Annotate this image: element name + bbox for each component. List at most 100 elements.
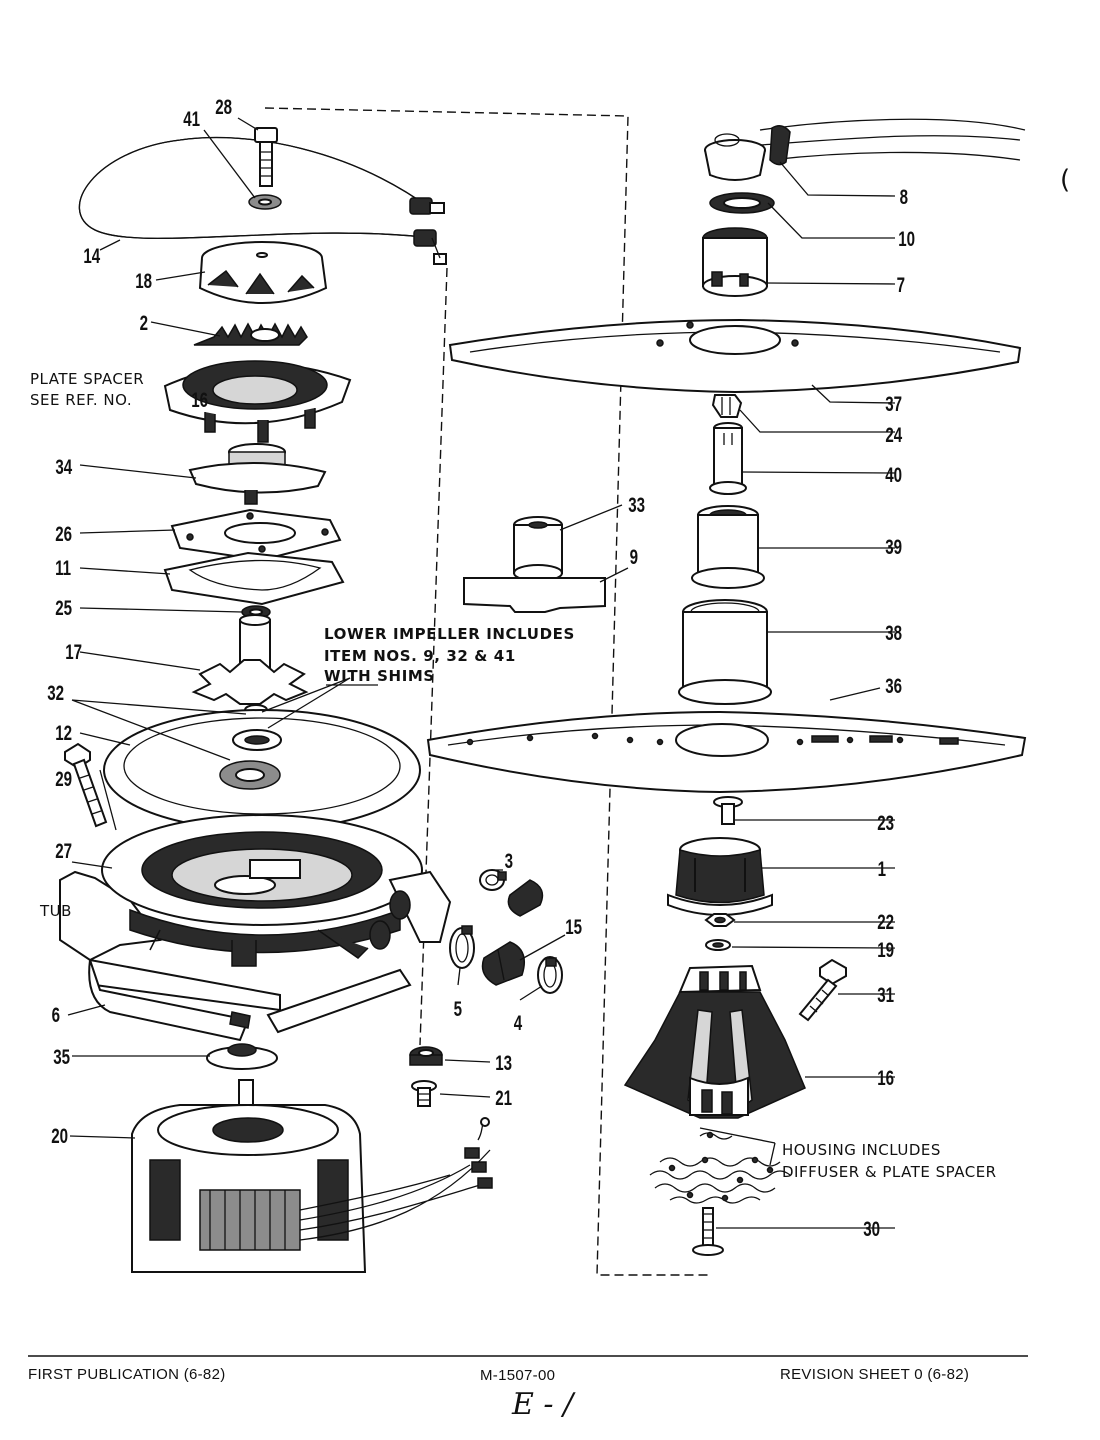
note-housing-line1: HOUSING INCLUDES bbox=[782, 1141, 941, 1159]
footer-sheet-number: M-1507-00 bbox=[480, 1367, 555, 1384]
part-18-impeller-cover bbox=[198, 241, 328, 304]
part-15-hose bbox=[481, 941, 525, 986]
assembly-dashed-lines bbox=[264, 107, 710, 1276]
callout-40: 40 bbox=[885, 462, 902, 486]
part-34-cover bbox=[188, 443, 327, 505]
part-28-screw bbox=[254, 127, 278, 187]
note-lower-impeller-line1: LOWER IMPELLER INCLUDES bbox=[324, 625, 575, 643]
callout-24: 24 bbox=[885, 422, 902, 446]
note-lower-impeller-line2: ITEM NOS. 9, 32 & 41 bbox=[324, 647, 516, 665]
note-tub: TUB bbox=[39, 902, 72, 920]
part-36-lower-spray-arm bbox=[426, 710, 1027, 794]
callout-20: 20 bbox=[51, 1123, 68, 1147]
part-37-upper-spray-arm bbox=[448, 318, 1022, 394]
part-2-mesh-disc bbox=[193, 322, 308, 346]
callout-4: 4 bbox=[514, 1010, 523, 1034]
callout-3: 3 bbox=[505, 848, 513, 872]
part-1-diffuser bbox=[667, 837, 773, 916]
diffuser-gravel-cluster bbox=[649, 1131, 791, 1204]
callout-39: 39 bbox=[885, 534, 902, 558]
part-31-bolt bbox=[798, 958, 847, 1022]
part-3-hose bbox=[507, 879, 544, 917]
callout-14: 14 bbox=[83, 243, 100, 267]
callout-35: 35 bbox=[53, 1044, 70, 1068]
callout-7: 7 bbox=[897, 272, 905, 296]
callout-25: 25 bbox=[55, 595, 72, 619]
footer-revision-sheet: REVISION SHEET 0 (6-82) bbox=[780, 1366, 969, 1383]
callout-30: 30 bbox=[863, 1216, 880, 1240]
note-plate-spacer-line2: SEE REF. NO. bbox=[30, 391, 132, 409]
part-23-screw bbox=[713, 796, 743, 825]
part-22-nut bbox=[704, 913, 736, 927]
callout-8: 8 bbox=[900, 184, 908, 208]
part-35-seal bbox=[206, 1043, 278, 1070]
callout-27: 27 bbox=[55, 838, 72, 862]
part-10-gasket bbox=[709, 192, 775, 214]
callout-23: 23 bbox=[877, 810, 894, 834]
part-30-screw bbox=[692, 1207, 724, 1256]
callout-38: 38 bbox=[885, 620, 902, 644]
part-6-sump-frame bbox=[88, 958, 412, 1042]
note-plate-spacer-line1: PLATE SPACER bbox=[30, 370, 144, 388]
callout-28: 28 bbox=[215, 94, 232, 118]
part-20-motor bbox=[131, 1079, 493, 1273]
part-3-clamp bbox=[479, 869, 507, 891]
callout-2: 2 bbox=[140, 310, 148, 334]
callout-36: 36 bbox=[885, 673, 902, 697]
part-16-housing bbox=[623, 964, 806, 1119]
callout-numbers: 28 41 14 18 2 16 34 26 11 25 17 32 12 29… bbox=[47, 94, 915, 1240]
callout-5: 5 bbox=[454, 996, 462, 1020]
callout-41: 41 bbox=[183, 106, 200, 130]
callout-17: 17 bbox=[65, 639, 82, 663]
part-16-plate-spacer bbox=[163, 360, 352, 443]
callout-16-plate-spacer: 16 bbox=[191, 387, 208, 411]
part-8-supply-tube bbox=[704, 118, 1026, 181]
part-41-washer bbox=[248, 194, 282, 210]
part-26-gasket bbox=[170, 508, 342, 562]
footer-first-publication: FIRST PUBLICATION (6-82) bbox=[28, 1366, 226, 1383]
callout-6: 6 bbox=[52, 1002, 60, 1026]
part-40-tube bbox=[709, 422, 747, 495]
footer-handwritten-page-mark: E - / bbox=[511, 1387, 576, 1422]
callout-34: 34 bbox=[55, 454, 72, 478]
callout-22: 22 bbox=[877, 909, 894, 933]
footer: FIRST PUBLICATION (6-82) M-1507-00 REVIS… bbox=[28, 1355, 1028, 1422]
part-11-gasket bbox=[163, 551, 345, 606]
part-24-nut bbox=[711, 394, 743, 418]
part-13-grommet bbox=[409, 1046, 443, 1066]
callout-9: 9 bbox=[630, 544, 638, 568]
part-7-bearing bbox=[702, 227, 768, 297]
callout-29: 29 bbox=[55, 766, 72, 790]
part-12-ring-gasket bbox=[103, 709, 421, 831]
callout-37: 37 bbox=[885, 391, 902, 415]
callout-32: 32 bbox=[47, 680, 64, 704]
part-4-clamp bbox=[537, 956, 563, 994]
part-21-screw bbox=[411, 1080, 437, 1107]
part-9-shim bbox=[463, 577, 606, 613]
diagram-notes: PLATE SPACER SEE REF. NO. TUB LOWER IMPE… bbox=[30, 165, 1071, 1181]
note-lower-impeller-line3: WITH SHIMS bbox=[324, 667, 435, 685]
callout-26: 26 bbox=[55, 521, 72, 545]
part-19-washer bbox=[705, 939, 731, 951]
part-29-bolt bbox=[64, 742, 108, 828]
callout-31: 31 bbox=[877, 982, 894, 1006]
part-38-tube bbox=[678, 599, 772, 705]
callout-19: 19 bbox=[877, 937, 894, 961]
part-39-tube bbox=[691, 505, 765, 589]
callout-12: 12 bbox=[55, 720, 72, 744]
edge-mark: ( bbox=[1060, 165, 1071, 195]
part-27-sump-plate bbox=[59, 814, 452, 967]
callout-15: 15 bbox=[565, 914, 582, 938]
part-17-lower-impeller bbox=[191, 614, 309, 705]
note-housing-line2: DIFFUSER & PLATE SPACER bbox=[782, 1163, 997, 1181]
callout-18: 18 bbox=[135, 268, 152, 292]
callout-11: 11 bbox=[55, 555, 71, 579]
callout-10: 10 bbox=[898, 226, 915, 250]
callout-21: 21 bbox=[495, 1085, 512, 1109]
callout-1: 1 bbox=[878, 856, 886, 880]
leader-lines bbox=[67, 117, 896, 1229]
part-33-bushing bbox=[513, 516, 563, 582]
callout-13: 13 bbox=[495, 1050, 512, 1074]
callout-16-housing: 16 bbox=[877, 1065, 894, 1089]
